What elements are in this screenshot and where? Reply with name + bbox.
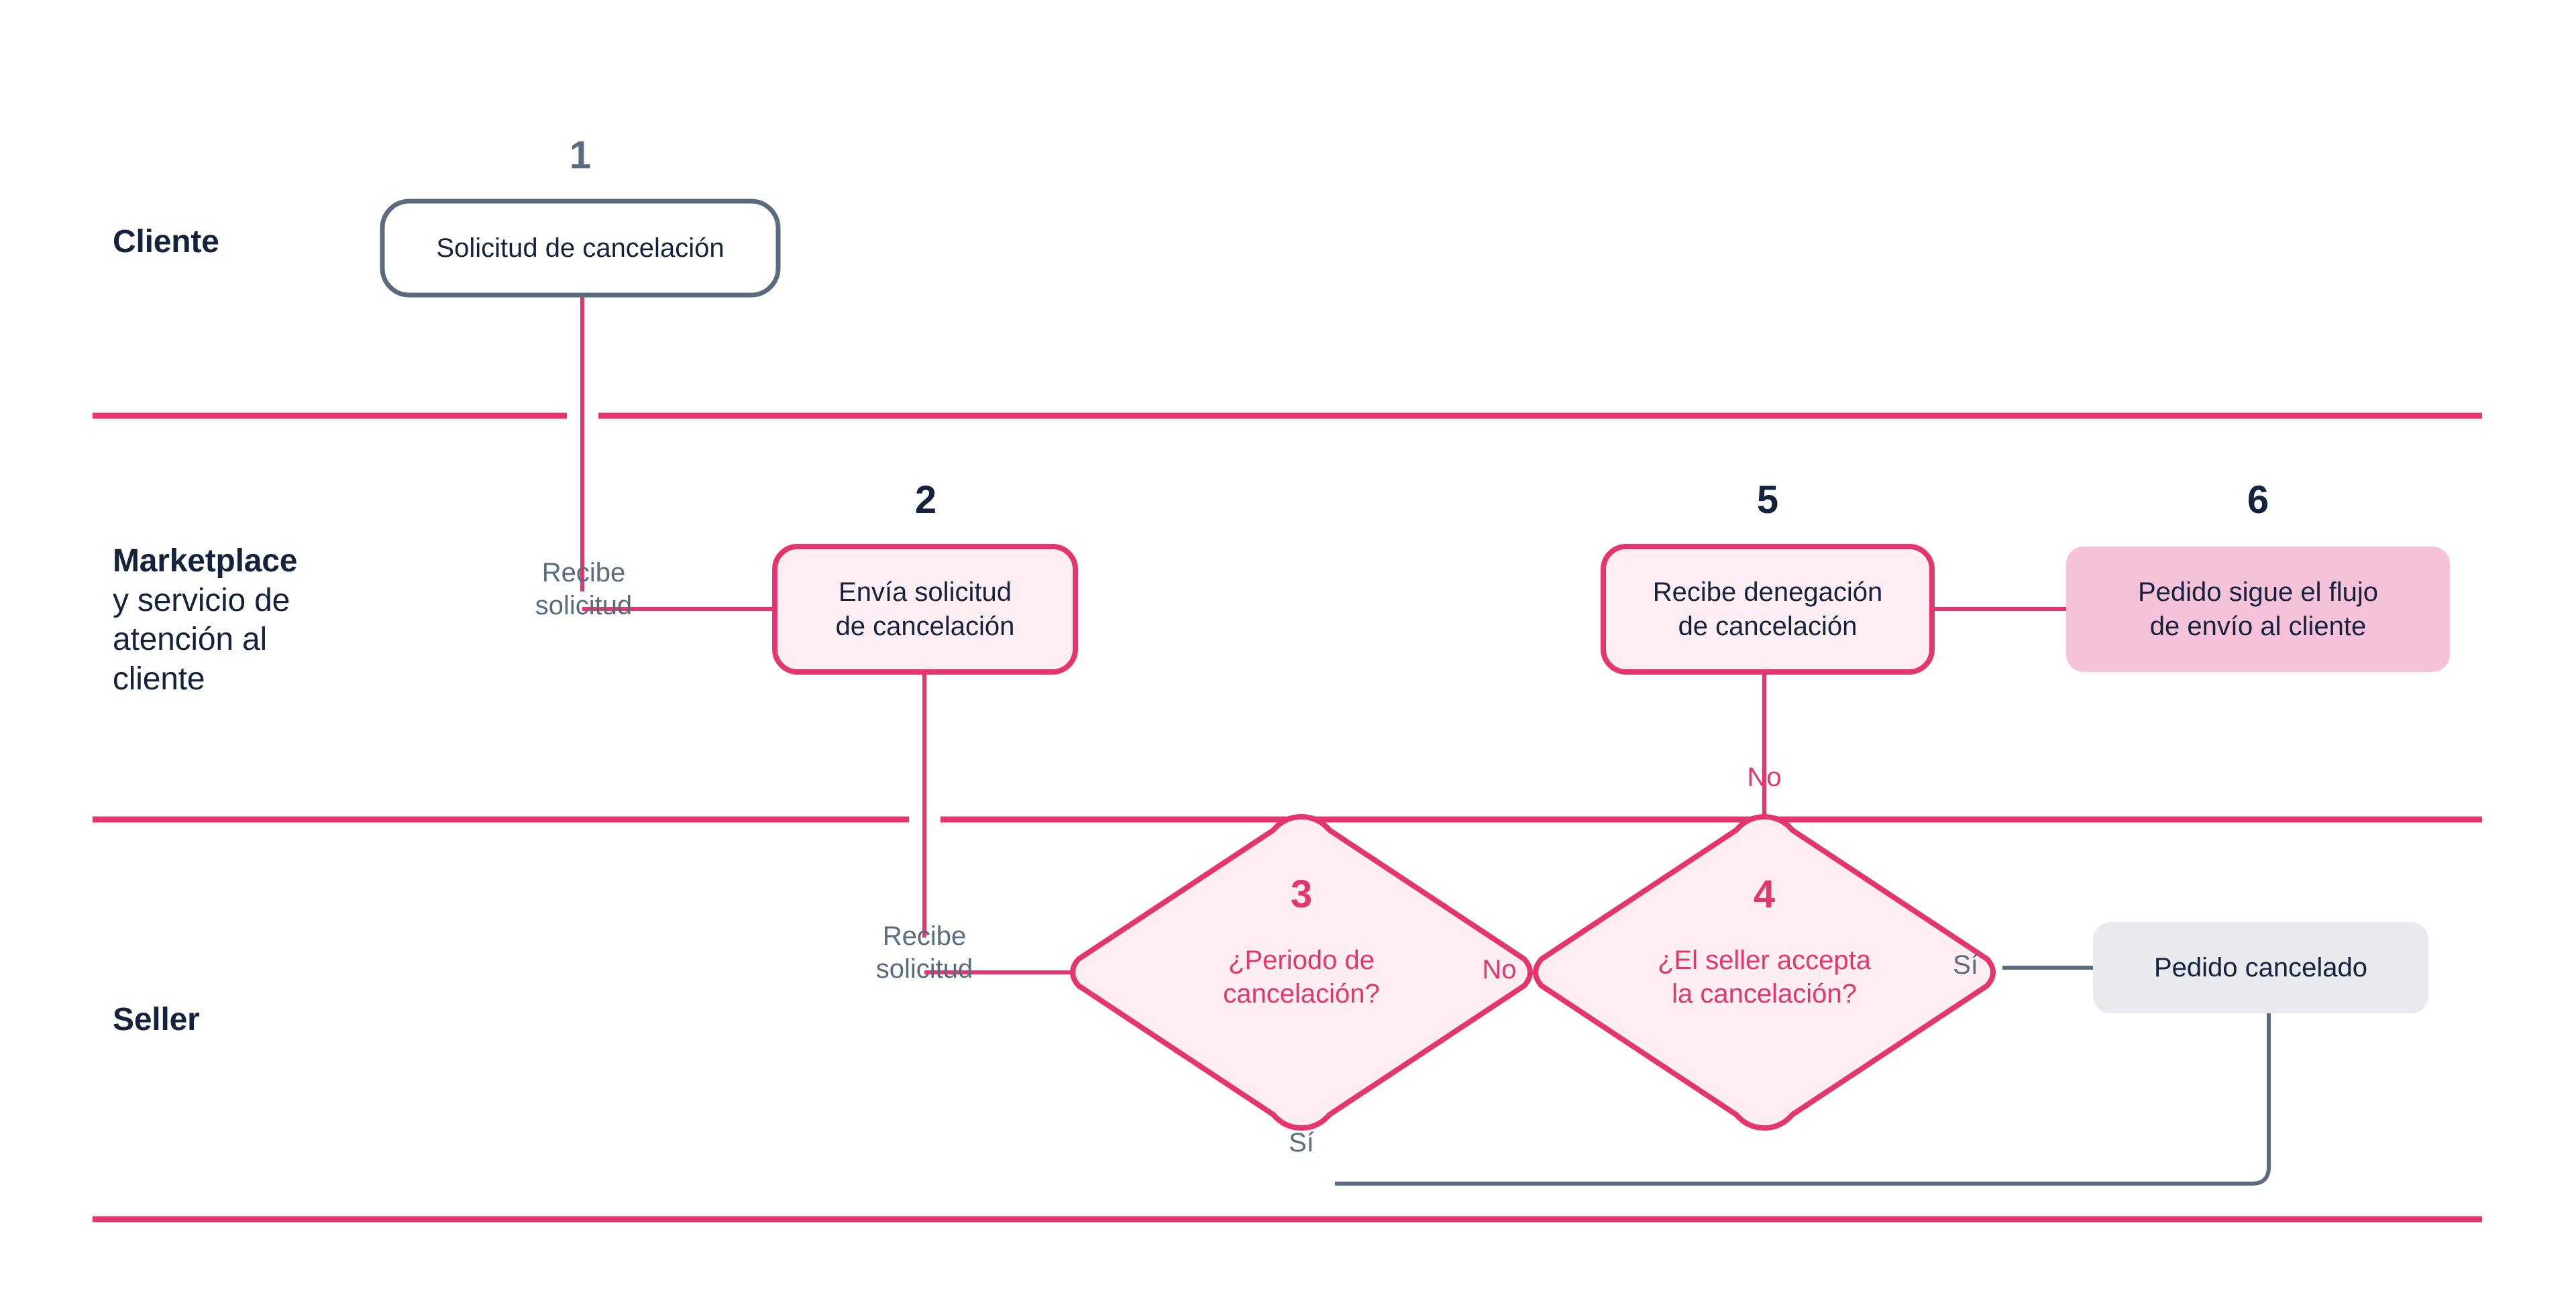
edge-label-recibe-seller-line2: solicitud xyxy=(875,954,973,984)
node-4-shape[interactable] xyxy=(1533,813,1996,1131)
connectors-slate xyxy=(1335,966,2271,1186)
node-4-text-line1: ¿El seller accepta xyxy=(1658,946,1871,976)
edge-label-no-n4-to-n5: No xyxy=(1747,762,1782,792)
node-2-number: 2 xyxy=(914,478,937,522)
node-3-number: 3 xyxy=(1290,872,1313,916)
edge-label-si-n3-to-end: Sí xyxy=(1289,1128,1314,1157)
lane-label-cliente: Cliente xyxy=(113,223,219,262)
node-4-number: 4 xyxy=(1753,872,1776,916)
node-3-text-line1: ¿Periodo de xyxy=(1228,946,1375,976)
lane-label-marketplace: Marketplace y servicio de atención al cl… xyxy=(113,542,401,699)
node-2-text-line2: de cancelación xyxy=(835,611,1015,641)
connector-end-to-n3-si xyxy=(1335,1013,2271,1186)
node-5-text-line2: de cancelación xyxy=(1678,611,1858,641)
node-3-shape[interactable] xyxy=(1070,813,1533,1131)
lane-label-seller-title: Seller xyxy=(113,1002,200,1037)
node-6-label[interactable]: Pedido sigue el flujo de envío al client… xyxy=(2066,547,2450,672)
node-2-shape[interactable] xyxy=(772,544,1078,675)
node-6-shape[interactable] xyxy=(2066,547,2450,672)
node-5-text-line1: Recibe denegación xyxy=(1652,577,1883,608)
lane-label-cliente-title: Cliente xyxy=(113,224,219,260)
node-6-text-line1: Pedido sigue el flujo xyxy=(2137,577,2379,608)
lane-label-seller: Seller xyxy=(113,1001,200,1040)
edge-label-recibe-mkt-line2: solicitud xyxy=(535,590,633,620)
node-end-label[interactable]: Pedido cancelado xyxy=(2093,922,2428,1013)
node-1-shape[interactable] xyxy=(380,198,781,298)
node-end-text: Pedido cancelado xyxy=(2153,952,2368,982)
edge-label-recibe-seller-line1: Recibe xyxy=(882,921,967,951)
node-2-text-line1: Envía solicitud xyxy=(839,577,1012,608)
node-1-number: 1 xyxy=(569,133,592,177)
node-2-label[interactable]: Envía solicitud de cancelación xyxy=(775,547,1075,672)
node-3-label[interactable]: ¿Periodo de cancelación? xyxy=(1134,931,1469,1025)
node-1-text-line1: Solicitud de cancelación xyxy=(436,233,724,263)
lane-label-marketplace-title: Marketplace xyxy=(113,543,298,579)
swimlane-dividers xyxy=(93,412,2482,1223)
node-end-shape[interactable] xyxy=(2093,922,2428,1013)
node-4-label[interactable]: ¿El seller accepta la cancelación? xyxy=(1583,931,1945,1025)
node-6-number: 6 xyxy=(2247,478,2269,522)
edge-label-no-n3-to-n4: No xyxy=(1482,955,1517,984)
node-5-number: 5 xyxy=(1756,478,1779,522)
lane-label-marketplace-sub: y servicio de atención al cliente xyxy=(113,582,290,697)
edge-label-recibe-solicitud-seller: Recibe solicitud xyxy=(837,920,1012,986)
node-5-shape[interactable] xyxy=(1601,544,1935,675)
edge-label-si-n4-to-end: Sí xyxy=(1953,950,1978,980)
node-5-label[interactable]: Recibe denegación de cancelación xyxy=(1603,547,1932,672)
node-3-text-line2: cancelación? xyxy=(1223,979,1380,1009)
node-6-text-line2: de envío al cliente xyxy=(2149,611,2367,641)
edge-label-recibe-solicitud-marketplace: Recibe solicitud xyxy=(496,557,671,622)
node-4-text-line2: la cancelación? xyxy=(1672,979,1857,1009)
node-1-label[interactable]: Solicitud de cancelación xyxy=(382,201,778,295)
edge-label-recibe-mkt-line1: Recibe xyxy=(541,558,626,587)
